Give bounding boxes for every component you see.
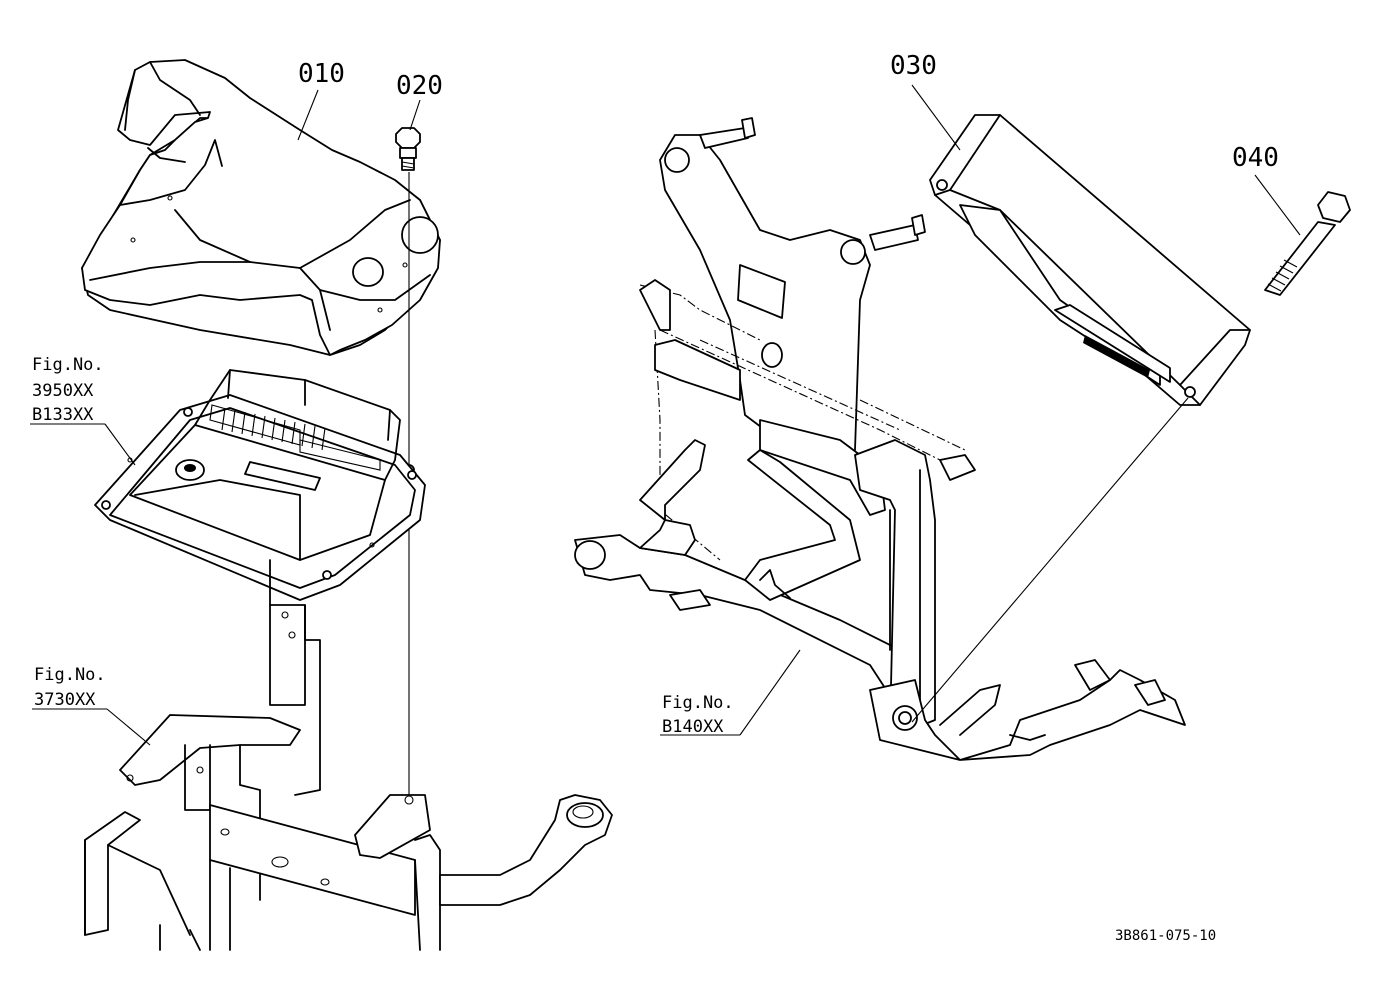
- ref-number-b140xx: B140XX: [662, 717, 724, 737]
- ref-number-b133xx: B133XX: [32, 405, 94, 425]
- ref-number-3730xx: 3730XX: [34, 690, 96, 710]
- bolt-040-drawing: [1264, 191, 1351, 296]
- part-label-030: 030: [890, 51, 937, 81]
- ref-number-3950xx: 3950XX: [32, 381, 94, 401]
- bracket-plate-drawing: [659, 117, 926, 471]
- part-label-020: 020: [396, 71, 443, 101]
- cover-010-drawing: [81, 59, 441, 356]
- ref-label-2: Fig.No.: [34, 665, 106, 685]
- part-label-040: 040: [1232, 143, 1279, 173]
- part-label-010: 010: [298, 59, 345, 89]
- right-frame-drawing: [574, 279, 1186, 761]
- ecu-module-drawing: [94, 369, 426, 601]
- controller-030-drawing: [911, 114, 1251, 723]
- leader-lines: [30, 84, 1301, 746]
- drawing-code: 3B861-075-10: [1115, 928, 1216, 944]
- ref-label-1: Fig.No.: [32, 355, 104, 375]
- ref-label-3: Fig.No.: [662, 693, 734, 713]
- left-frame-drawing: [84, 559, 613, 951]
